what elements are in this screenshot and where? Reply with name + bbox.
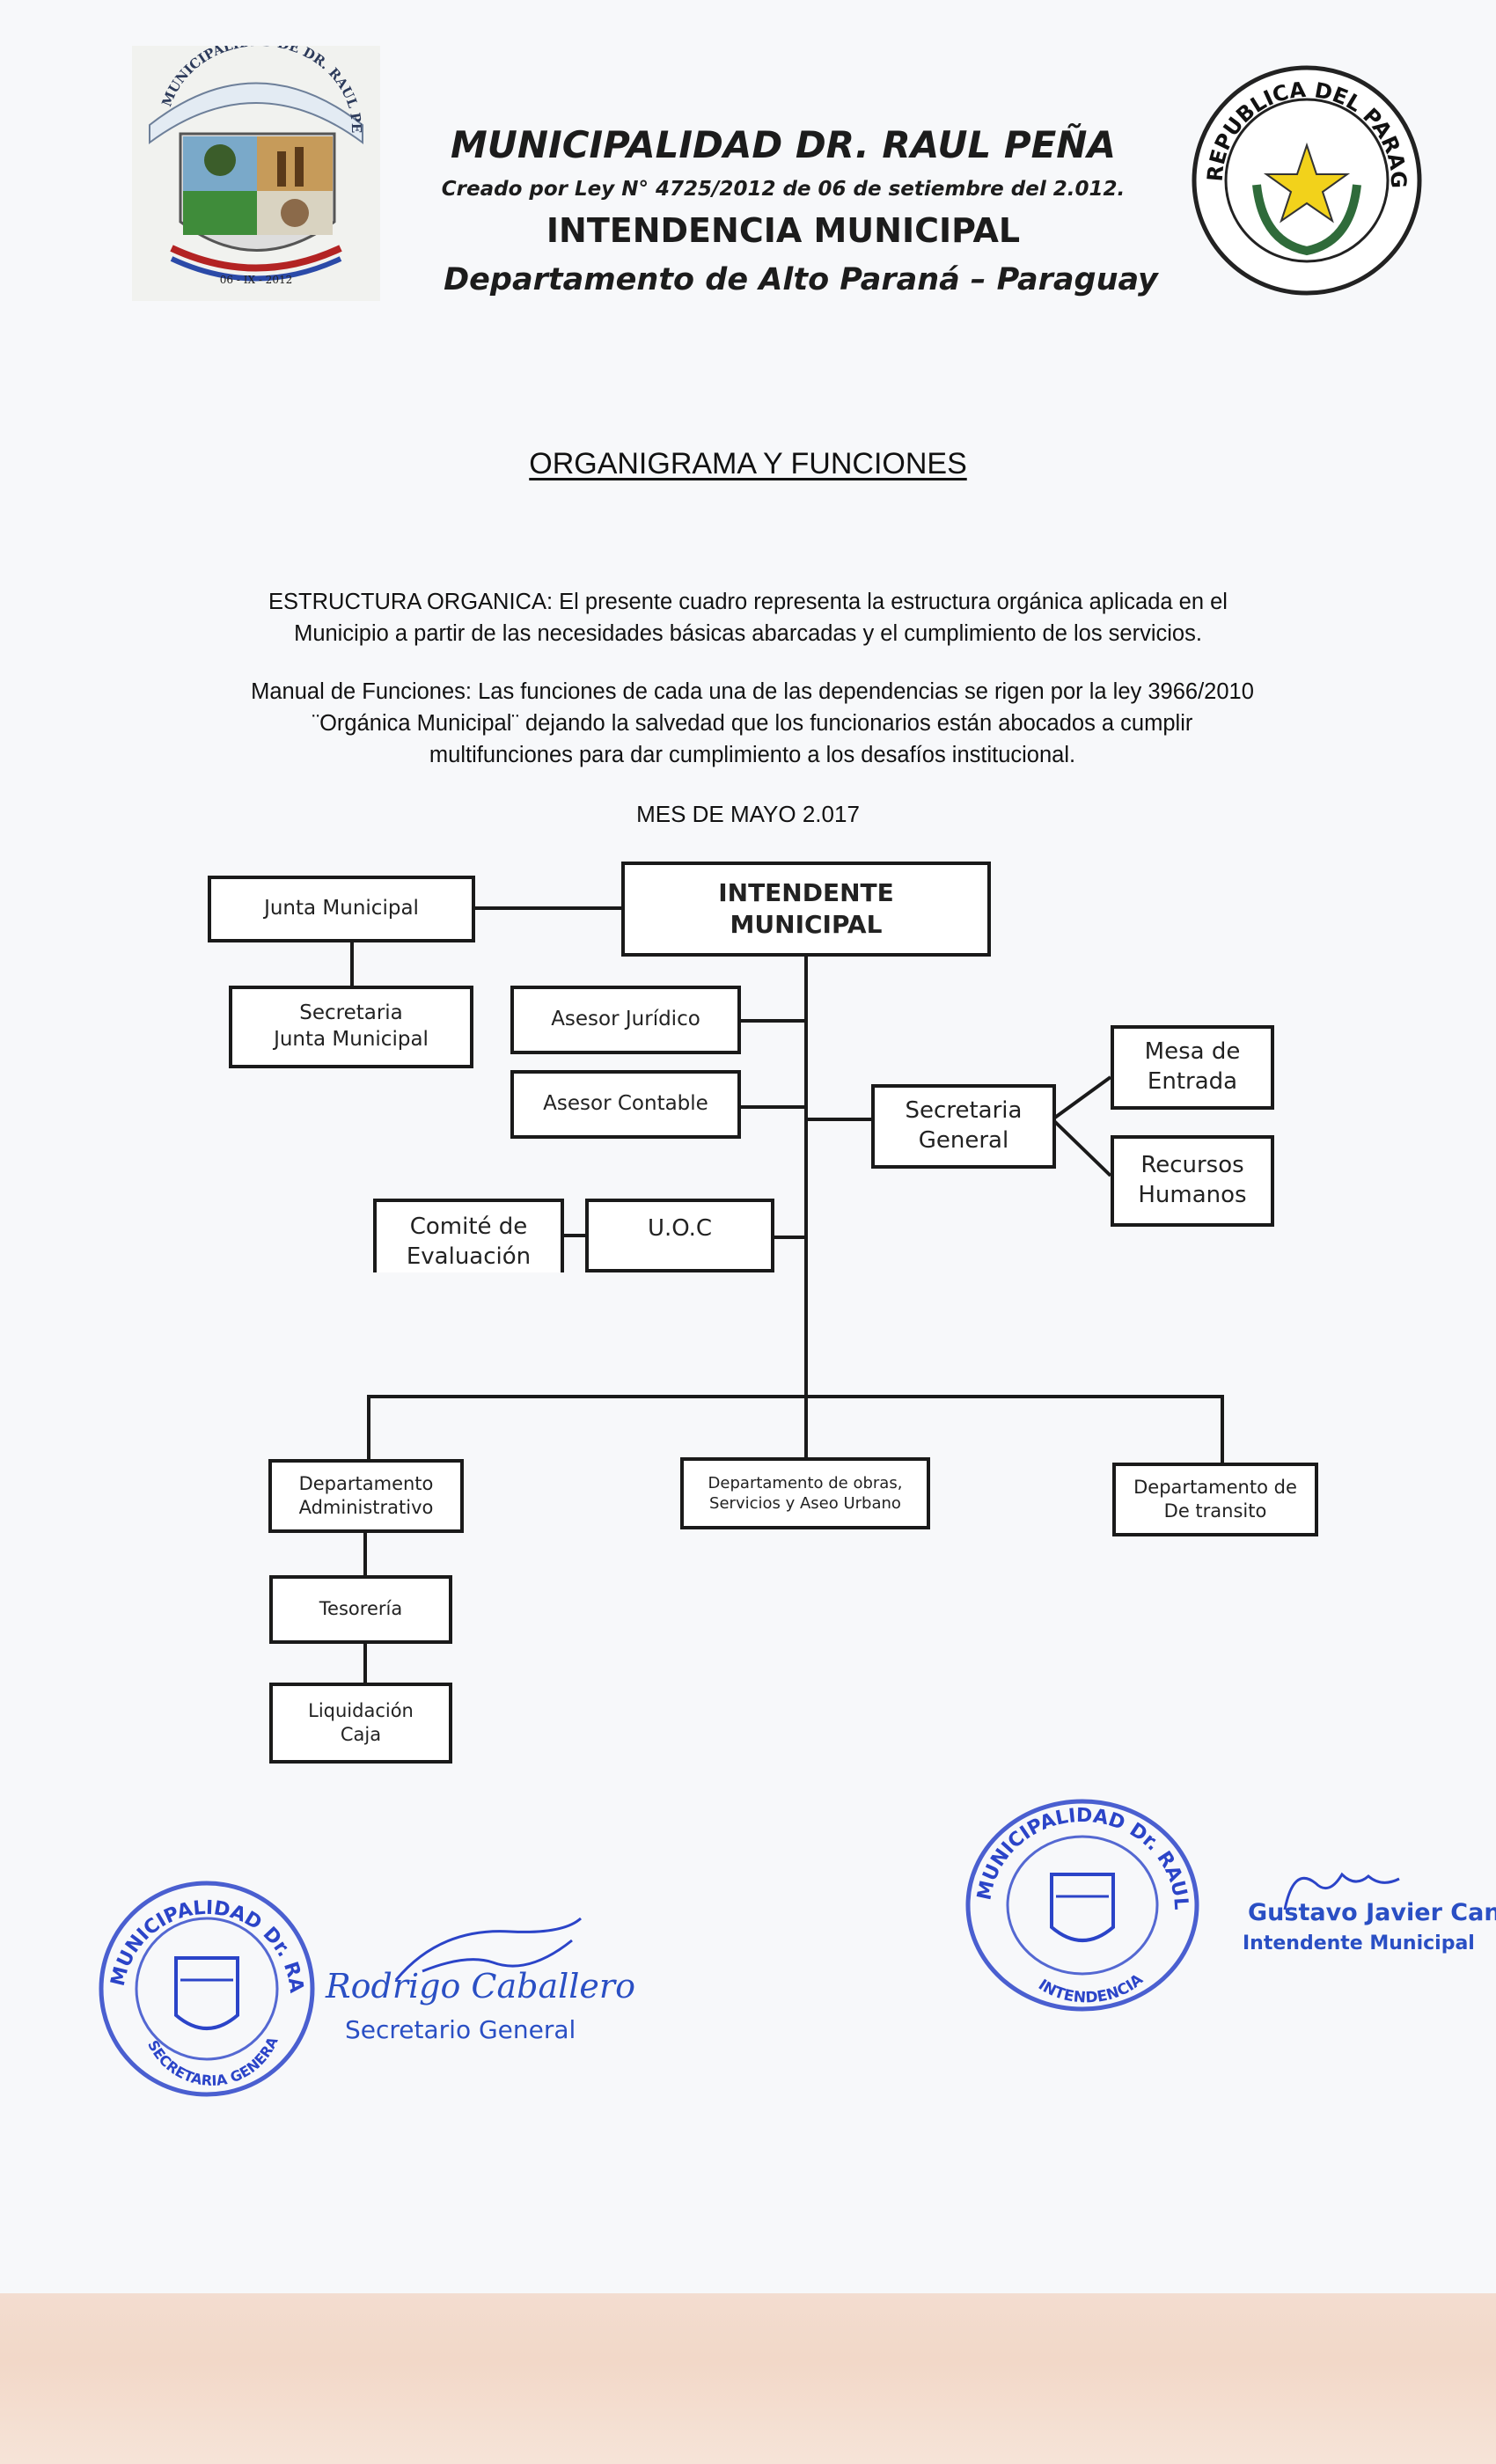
box-secretaria-general: Secretaria General xyxy=(871,1084,1056,1169)
connector-trunk xyxy=(804,957,808,1397)
box-liquidacion-caja: Liquidación Caja xyxy=(269,1683,452,1764)
box-uoc: U.O.C xyxy=(585,1199,774,1272)
box-mesa-de-entrada: Mesa de Entrada xyxy=(1111,1025,1274,1110)
box-departamento-obras: Departamento de obras, Servicios y Aseo … xyxy=(680,1457,930,1529)
connector-junta xyxy=(472,906,625,910)
connector-secretaria-general xyxy=(806,1118,875,1121)
connector-departments xyxy=(367,1395,1224,1398)
date-label: MES DE MAYO 2.017 xyxy=(528,801,968,828)
department-location: Departamento de Alto Paraná – Paraguay xyxy=(405,262,1197,297)
box-comite-de-evaluacion: Comité de Evaluación xyxy=(373,1199,564,1272)
box-asesor-juridico: Asesor Jurídico xyxy=(510,986,741,1054)
box-recursos-humanos: Recursos Humanos xyxy=(1111,1135,1274,1227)
logo-date: 06 - IX - 2012 xyxy=(220,274,292,286)
stamp-secretaria-general: MUNICIPALIDAD Dr. RAUL PEÑA SECRETARIA G… xyxy=(92,1874,321,2103)
connector-asesor-juridico xyxy=(737,1019,806,1023)
connector-dep-transito xyxy=(1221,1395,1224,1466)
box-intendente-municipal: INTENDENTE MUNICIPAL xyxy=(621,862,991,957)
connector-uoc xyxy=(771,1236,806,1239)
box-departamento-administrativo: Departamento Administrativo xyxy=(268,1459,464,1533)
connector-dep-admin xyxy=(367,1395,370,1463)
structure-paragraph: ESTRUCTURA ORGANICA: El presente cuadro … xyxy=(229,586,1267,649)
connector-dep-obras xyxy=(804,1395,808,1460)
right-signature-name: Gustavo Javier Cano Ba xyxy=(1248,1899,1496,1926)
connector-liquidacion xyxy=(363,1642,367,1686)
box-departamento-transito: Departamento de De transito xyxy=(1112,1463,1318,1536)
connector-asesor-contable xyxy=(737,1105,806,1109)
creation-law: Creado por Ley N° 4725/2012 de 06 de set… xyxy=(387,178,1179,201)
connector-tesoreria xyxy=(363,1531,367,1579)
box-secretaria-junta: Secretaria Junta Municipal xyxy=(229,986,473,1068)
box-junta-municipal: Junta Municipal xyxy=(208,876,475,942)
functions-paragraph: Manual de Funciones: Las funciones de ca… xyxy=(238,676,1267,771)
document-title: ORGANIGRAMA Y FUNCIONES xyxy=(264,447,1232,481)
left-signature-role: Secretario General xyxy=(345,2015,576,2044)
republic-seal: REPUBLICA DEL PARAGUAY xyxy=(1188,62,1426,299)
connector-sg-branches xyxy=(1052,1056,1114,1188)
right-signature-role: Intendente Municipal xyxy=(1243,1932,1475,1954)
office-name: INTENDENCIA MUNICIPAL xyxy=(387,211,1179,250)
connector-secretaria-junta xyxy=(350,942,354,989)
box-tesoreria: Tesorería xyxy=(269,1575,452,1644)
municipality-logo: MUNICIPALIDAD DE DR. RAUL PEÑA 06 - IX -… xyxy=(132,46,380,301)
box-asesor-contable: Asesor Contable xyxy=(510,1070,741,1139)
left-signature-name: Rodrigo Caballero xyxy=(326,1967,635,2006)
stamp-intendencia: MUNICIPALIDAD Dr. RAUL PEÑA INTENDENCIA xyxy=(959,1795,1206,2015)
municipality-name: MUNICIPALIDAD DR. RAUL PEÑA xyxy=(387,123,1179,166)
paper-edge-band xyxy=(0,2293,1496,2464)
